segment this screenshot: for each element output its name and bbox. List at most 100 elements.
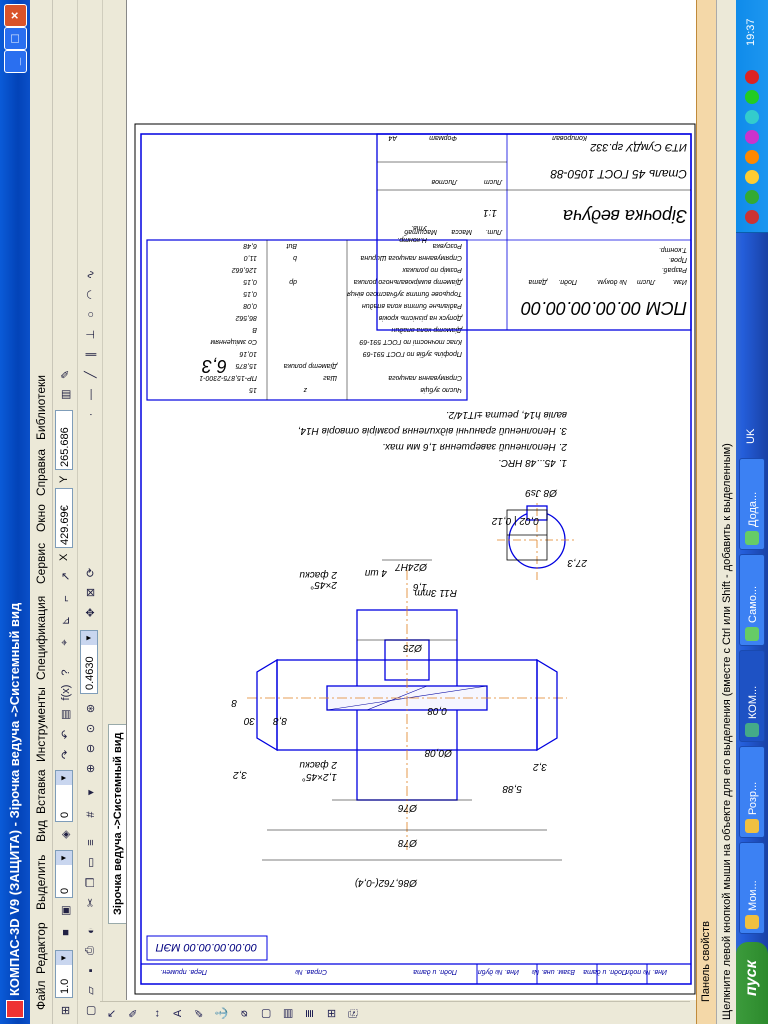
- cut-icon[interactable]: ✂: [85, 897, 97, 908]
- fx-icon[interactable]: f(x): [59, 684, 72, 701]
- parametrize-icon[interactable]: ⚓: [216, 1006, 228, 1021]
- apply-attribute-icon[interactable]: ✎: [60, 369, 72, 380]
- document-tab[interactable]: Зірочка ведуча ->Системный вид: [108, 723, 127, 924]
- zoom-in-icon[interactable]: ⊕: [85, 763, 97, 774]
- spline-icon[interactable]: ∿: [85, 269, 97, 280]
- antivirus-icon[interactable]: [745, 210, 759, 224]
- perp-icon[interactable]: ⊥: [85, 329, 97, 340]
- layer-state-icon[interactable]: ■: [59, 929, 72, 936]
- task-my-docs[interactable]: Мои...: [739, 842, 765, 934]
- paste-icon[interactable]: ▭: [85, 857, 97, 868]
- svg-text:Радіальне биття кола впадин: Радіальне биття кола впадин: [362, 302, 462, 310]
- menu-help[interactable]: Справка: [34, 448, 48, 496]
- battery-icon[interactable]: [745, 90, 759, 104]
- layer-combo[interactable]: 0▼: [55, 850, 73, 898]
- local-cs-icon[interactable]: ⊾: [60, 615, 72, 626]
- svg-text:Клас точності по ГОСТ 591-69: Клас точності по ГОСТ 591-69: [359, 338, 462, 346]
- lang-indicator[interactable]: UK: [745, 428, 757, 444]
- designations-icon[interactable]: A: [172, 1009, 184, 1018]
- select-arrow-icon[interactable]: ↖: [106, 1008, 118, 1019]
- zoom-dynamic-icon[interactable]: ⊛: [85, 703, 97, 714]
- menu-select[interactable]: Выделить: [34, 854, 48, 910]
- open-icon[interactable]: ▱: [85, 986, 97, 995]
- svg-text:Спрямування ланцюга Ширина: Спрямування ланцюга Ширина: [360, 254, 462, 261]
- snap-toggle-icon[interactable]: ⌖: [59, 639, 71, 646]
- menu-window[interactable]: Окно: [34, 504, 48, 532]
- zoom-window-icon[interactable]: ⊙: [85, 723, 97, 734]
- geom-calc-icon[interactable]: ▤: [60, 709, 72, 720]
- arc-icon[interactable]: ◠: [85, 289, 97, 300]
- edit-icon[interactable]: ✐: [194, 1008, 206, 1019]
- alert-icon[interactable]: [745, 70, 759, 84]
- parallel-icon[interactable]: ∥: [85, 351, 97, 358]
- task-kompas[interactable]: КОМ...: [739, 650, 765, 742]
- print-icon[interactable]: ⎙: [84, 946, 96, 955]
- show-all-icon[interactable]: ⊠: [85, 587, 97, 598]
- dim-tol2: 0,08: [427, 705, 447, 716]
- circle-icon[interactable]: ○: [84, 311, 97, 318]
- preview-icon[interactable]: ◐: [84, 927, 97, 934]
- undo-icon[interactable]: ↶: [60, 729, 72, 740]
- task-doda[interactable]: Дода...: [739, 458, 765, 550]
- layer-manager-icon[interactable]: ▣: [60, 905, 72, 916]
- menu-specification[interactable]: Спецификация: [34, 595, 48, 680]
- y-label: Y: [58, 475, 70, 483]
- dropdown-icon[interactable]: ▾: [85, 789, 97, 796]
- refresh-icon[interactable]: ⟳: [85, 567, 97, 578]
- menu-editor[interactable]: Редактор: [34, 922, 48, 974]
- svg-text:6,48: 6,48: [243, 242, 257, 249]
- coord-y-field[interactable]: 429.69€: [55, 488, 73, 548]
- associative-views-icon[interactable]: ▤: [282, 1008, 294, 1019]
- style-icon[interactable]: ◈: [60, 830, 72, 839]
- document-tab-strip: Зірочка ведуча ->Системный вид: [108, 0, 127, 924]
- menu-libraries[interactable]: Библиотеки: [34, 374, 48, 440]
- help-pointer-icon[interactable]: ?: [59, 669, 72, 676]
- measure-icon[interactable]: ⌀: [238, 1010, 250, 1017]
- lib-manager-icon[interactable]: ▥: [60, 389, 72, 400]
- task-rozr[interactable]: Розр...: [739, 746, 765, 838]
- redo-icon[interactable]: ↷: [60, 749, 72, 760]
- point-icon[interactable]: ·: [84, 412, 97, 417]
- new-doc-icon[interactable]: ▢: [85, 1005, 97, 1016]
- scale-combo[interactable]: 1.0▼: [55, 950, 73, 998]
- menu-service[interactable]: Сервис: [34, 542, 48, 584]
- spec-icon[interactable]: ≣: [304, 1008, 316, 1019]
- menu-tools[interactable]: Инструменты: [34, 687, 48, 762]
- menu-view[interactable]: Вид: [34, 820, 48, 842]
- pan-icon[interactable]: ✥: [85, 607, 97, 618]
- coord-arrow-icon[interactable]: ↗: [60, 571, 72, 582]
- save-icon[interactable]: ▪: [84, 968, 97, 973]
- task-samo[interactable]: Само...: [739, 554, 765, 646]
- start-button[interactable]: пуск: [736, 942, 768, 1024]
- selection-icon[interactable]: ▢: [260, 1008, 272, 1019]
- drawing-canvas[interactable]: Инв. № подл. Подп. и дата Взам. инв. № И…: [126, 0, 727, 1000]
- close-button[interactable]: ×: [4, 4, 27, 27]
- update-icon[interactable]: [745, 150, 759, 164]
- media-icon[interactable]: [745, 130, 759, 144]
- snap-grid-icon[interactable]: ⊞: [60, 1005, 72, 1016]
- svg-text:Лист: Лист: [637, 278, 656, 285]
- dimensions-icon[interactable]: ↔: [150, 1008, 162, 1019]
- zoom-combo[interactable]: 0.4630▼: [80, 630, 98, 694]
- menu-insert[interactable]: Вставка: [34, 769, 48, 814]
- reports-icon[interactable]: ⊞: [326, 1008, 338, 1019]
- coord-x-field[interactable]: 265.686: [55, 410, 73, 470]
- segment-icon[interactable]: ╱: [85, 371, 97, 378]
- menu-file[interactable]: Файл: [34, 980, 48, 1010]
- zoom-out-icon[interactable]: ⊖: [85, 743, 97, 754]
- volume-icon[interactable]: [745, 110, 759, 124]
- ortho-icon[interactable]: ⌐: [59, 595, 72, 602]
- grid-icon[interactable]: #: [84, 811, 97, 818]
- geometry-icon[interactable]: ✎: [128, 1008, 140, 1019]
- properties-icon[interactable]: ≡: [84, 839, 97, 846]
- aux-line-icon[interactable]: —: [84, 389, 97, 400]
- minimize-button[interactable]: _: [4, 50, 27, 73]
- security-icon[interactable]: [745, 170, 759, 184]
- insert-icon[interactable]: ⎘: [348, 1009, 360, 1018]
- dimension-lines: [262, 559, 562, 861]
- copy-icon[interactable]: ❐: [85, 877, 97, 888]
- maximize-button[interactable]: □: [4, 27, 27, 50]
- style-combo[interactable]: 0▼: [55, 770, 73, 822]
- network-icon[interactable]: [745, 190, 759, 204]
- property-panel-label[interactable]: Панель свойств: [700, 921, 712, 1002]
